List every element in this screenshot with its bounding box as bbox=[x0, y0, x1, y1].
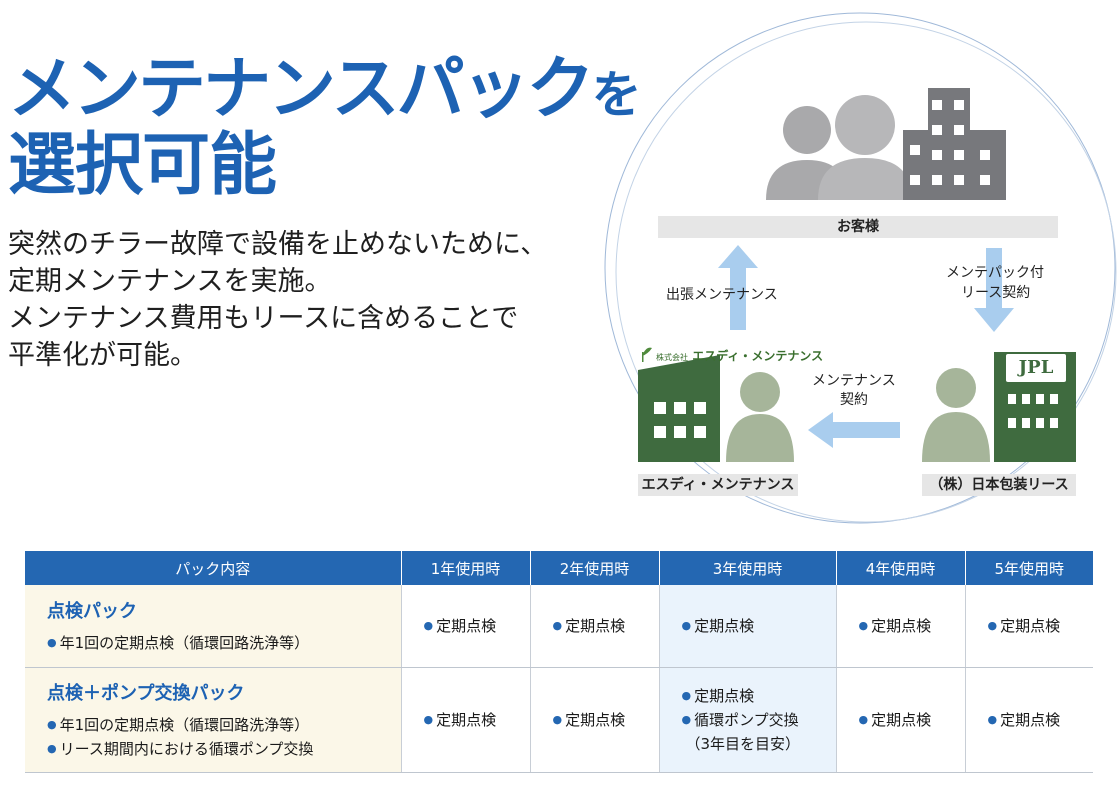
bullet-icon: ● bbox=[987, 619, 998, 633]
cell-year-4: ●定期点検 bbox=[836, 585, 966, 668]
header-pack-content: パック内容 bbox=[25, 551, 402, 585]
cell-year-3: ●定期点検 ●循環ポンプ交換 （3年目を目安） bbox=[659, 667, 837, 773]
row-title: 点検パック bbox=[47, 600, 137, 622]
headline-line-2: 選択可能 bbox=[8, 126, 277, 205]
cell-year-2: ●定期点検 bbox=[530, 585, 660, 668]
diagram-graphics bbox=[604, 12, 1117, 524]
lead-line: メンテナンス費用もリースに含めることで bbox=[8, 303, 519, 334]
lease-person-icon bbox=[922, 368, 990, 462]
arrow-up-icon bbox=[718, 245, 758, 330]
customer-label: お客様 bbox=[658, 216, 1058, 238]
row-head-inspection-pack: 点検パック ●年1回の定期点検（循環回路洗浄等） bbox=[25, 585, 402, 668]
bullet-icon: ● bbox=[858, 619, 869, 633]
maint-company-logo: 株式会社 エスディ・メンテナンス bbox=[656, 347, 823, 364]
logo-name: エスディ・メンテナンス bbox=[692, 349, 824, 363]
bullet-icon: ● bbox=[858, 713, 869, 726]
bullet-icon: ● bbox=[681, 688, 692, 702]
row-head-inspection-pump-pack: 点検＋ポンプ交換パック ●年1回の定期点検（循環回路洗浄等） ●リース期間内にお… bbox=[25, 667, 402, 773]
maintenance-building-icon bbox=[638, 355, 720, 462]
cell-year-2: ●定期点検 bbox=[530, 667, 660, 773]
customer-building-icon bbox=[903, 88, 1006, 200]
bullet-icon: ● bbox=[47, 717, 57, 731]
bullet-icon: ● bbox=[681, 712, 692, 726]
arrow-middle-label-2: 契約 bbox=[840, 392, 868, 408]
header-year-1: 1年使用時 bbox=[401, 551, 531, 585]
cell-year-5: ●定期点検 bbox=[965, 667, 1093, 773]
cell-item: ●循環ポンプ交換 bbox=[681, 710, 799, 729]
customer-people-icon bbox=[766, 95, 912, 200]
arrow-left-icon bbox=[808, 412, 900, 448]
lead-text: 突然のチラー故障で設備を止めないために、 定期メンテナンスを実施。 メンテナンス… bbox=[8, 226, 608, 374]
header-year-5: 5年使用時 bbox=[965, 551, 1093, 585]
outer-circle bbox=[604, 12, 1116, 524]
bullet-icon: ● bbox=[47, 741, 57, 755]
outer-circle-2 bbox=[615, 21, 1117, 523]
bullet-icon: ● bbox=[552, 619, 563, 633]
table-header-row: パック内容 1年使用時 2年使用時 3年使用時 4年使用時 5年使用時 bbox=[25, 551, 1093, 585]
header-year-2: 2年使用時 bbox=[530, 551, 660, 585]
row-title: 点検＋ポンプ交換パック bbox=[47, 682, 245, 704]
arrow-middle-label-1: メンテナンス bbox=[812, 373, 896, 389]
leaf-logo-icon bbox=[642, 347, 652, 362]
lease-company-label: （株）日本包装リース bbox=[922, 474, 1076, 496]
table-row: 点検パック ●年1回の定期点検（循環回路洗浄等） ●定期点検 ●定期点検 ●定期… bbox=[25, 585, 1093, 668]
lead-line: 突然のチラー故障で設備を止めないために、 bbox=[8, 229, 548, 260]
lead-line: 定期メンテナンスを実施。 bbox=[8, 266, 332, 297]
headline-line-1: メンテナンスパックを bbox=[8, 50, 642, 129]
cell-year-1: ●定期点検 bbox=[401, 667, 531, 773]
header-year-3: 3年使用時 bbox=[659, 551, 837, 585]
cell-year-4: ●定期点検 bbox=[836, 667, 966, 773]
cell-item: ●定期点検 bbox=[681, 686, 755, 705]
arrow-left-label: 出張メンテナンス bbox=[666, 287, 778, 303]
headline: メンテナンスパックを 選択可能 bbox=[8, 50, 642, 205]
row-detail: ●年1回の定期点検（循環回路洗浄等） bbox=[47, 715, 310, 734]
pack-table: パック内容 1年使用時 2年使用時 3年使用時 4年使用時 5年使用時 点検パッ… bbox=[25, 551, 1093, 773]
bullet-icon: ● bbox=[552, 713, 563, 726]
table-row: 点検＋ポンプ交換パック ●年1回の定期点検（循環回路洗浄等） ●リース期間内にお… bbox=[25, 667, 1093, 773]
cell-item-note: （3年目を目安） bbox=[685, 734, 801, 753]
arrow-right-label-2: リース契約 bbox=[961, 285, 1031, 301]
cell-year-3: ●定期点検 bbox=[659, 585, 837, 668]
cell-year-5: ●定期点検 bbox=[965, 585, 1093, 668]
maintenance-flow-diagram: お客様 出張メンテナンス メンテパック付 リース契約 メンテナンス 契約 株式会… bbox=[590, 0, 1120, 540]
header-year-4: 4年使用時 bbox=[836, 551, 966, 585]
arrow-right-label-1: メンテパック付 bbox=[946, 265, 1044, 281]
bullet-icon: ● bbox=[47, 635, 57, 649]
bullet-icon: ● bbox=[987, 713, 998, 726]
maintenance-person-icon bbox=[726, 372, 794, 462]
row-detail: ●年1回の定期点検（循環回路洗浄等） bbox=[47, 633, 310, 652]
logo-prefix: 株式会社 bbox=[656, 353, 688, 362]
bullet-icon: ● bbox=[681, 619, 692, 633]
lead-line: 平準化が可能。 bbox=[8, 340, 197, 371]
bullet-icon: ● bbox=[423, 619, 434, 633]
cell-year-1: ●定期点検 bbox=[401, 585, 531, 668]
row-detail: ●リース期間内における循環ポンプ交換 bbox=[47, 739, 314, 758]
lease-company-sign: JPL bbox=[1004, 352, 1068, 384]
arrow-down-icon bbox=[974, 248, 1014, 332]
maint-company-label: エスディ・メンテナンス bbox=[638, 474, 798, 496]
bullet-icon: ● bbox=[423, 713, 434, 726]
